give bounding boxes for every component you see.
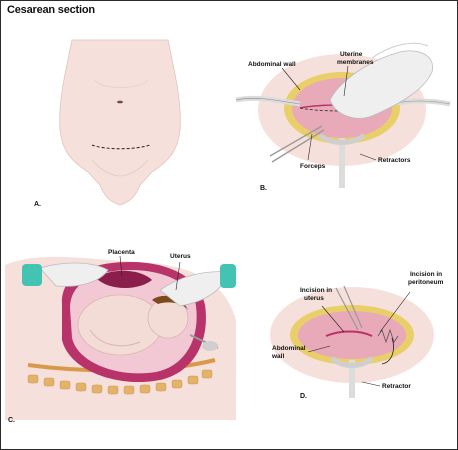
label-incision-uterus-1: Incision in — [300, 287, 332, 294]
panel-d: Incision in uterus Incision in peritoneu… — [270, 271, 444, 400]
panel-b: Abdominal wall Uterine membranes Forceps… — [235, 42, 451, 192]
panel-c: Placenta Uterus C. — [5, 249, 236, 424]
spine — [27, 369, 213, 395]
label-uterine: Uterine — [340, 51, 363, 58]
label-abdominal-wall: Abdominal wall — [248, 61, 296, 68]
label-membranes: membranes — [337, 59, 374, 66]
label-incision-peritoneum-2: peritoneum — [408, 279, 444, 286]
panel-a-letter: A. — [34, 201, 41, 208]
cuff-right — [220, 264, 236, 288]
panel-a: A. — [34, 39, 181, 208]
label-uterus: Uterus — [170, 253, 191, 260]
forceps — [269, 125, 325, 163]
label-incision-uterus-2: uterus — [304, 295, 324, 302]
panel-d-letter: D. — [300, 393, 307, 400]
label-abdominal-wall-1: Abdominal — [272, 345, 306, 352]
sutures — [377, 328, 399, 344]
torso-outline — [59, 39, 181, 206]
label-retractors: Retractors — [378, 157, 411, 164]
peritoneum-d — [298, 311, 406, 359]
placenta — [96, 270, 152, 288]
panel-b-letter: B. — [260, 185, 267, 192]
figure-title: Cesarean section — [7, 4, 95, 16]
label-retractor: Retractor — [382, 383, 411, 390]
needle-holder — [335, 285, 363, 331]
label-placenta: Placenta — [108, 249, 135, 256]
glove-left — [39, 262, 109, 287]
label-abdominal-wall-2: wall — [271, 353, 284, 360]
gloved-hand — [329, 50, 433, 119]
navel — [117, 100, 123, 104]
label-forceps: Forceps — [300, 163, 326, 170]
label-incision-peritoneum-1: Incision in — [410, 271, 442, 278]
cuff-left — [22, 264, 42, 286]
panel-c-letter: C. — [8, 417, 15, 424]
